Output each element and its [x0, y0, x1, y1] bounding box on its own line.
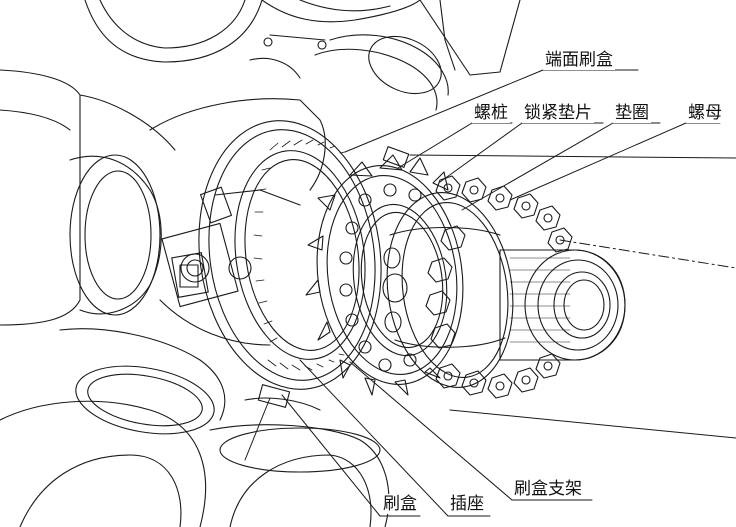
splined-shaft	[499, 249, 626, 361]
brush-boxes	[171, 146, 410, 408]
lower-left-blade	[0, 328, 226, 527]
label-end-brush-box: 端面刷盒	[543, 50, 615, 70]
lock-washer-tabs	[305, 154, 449, 396]
nut-bores	[443, 183, 565, 391]
hub-body	[149, 34, 327, 346]
bolt-holes	[339, 183, 422, 372]
label-washer: 垫圈	[613, 103, 651, 123]
label-nut: 螺母	[686, 103, 724, 123]
lower-blade-housing	[209, 397, 390, 527]
brush-box-bracket-ring	[198, 120, 382, 390]
brush-box-teeth	[253, 139, 346, 371]
nuts	[425, 175, 573, 399]
upper-right-blade	[314, 0, 521, 111]
left-blade	[0, 69, 176, 326]
upper-blade-housing	[84, 0, 421, 63]
hub-flange	[382, 192, 514, 388]
label-socket: 插座	[448, 494, 486, 514]
label-brush-box-bracket: 刷盒支架	[512, 479, 584, 499]
leader-lines	[244, 69, 736, 517]
label-lock-washer: 锁紧垫片	[522, 103, 594, 123]
label-brush-box: 刷盒	[381, 494, 419, 514]
label-stud: 螺桩	[472, 103, 510, 123]
